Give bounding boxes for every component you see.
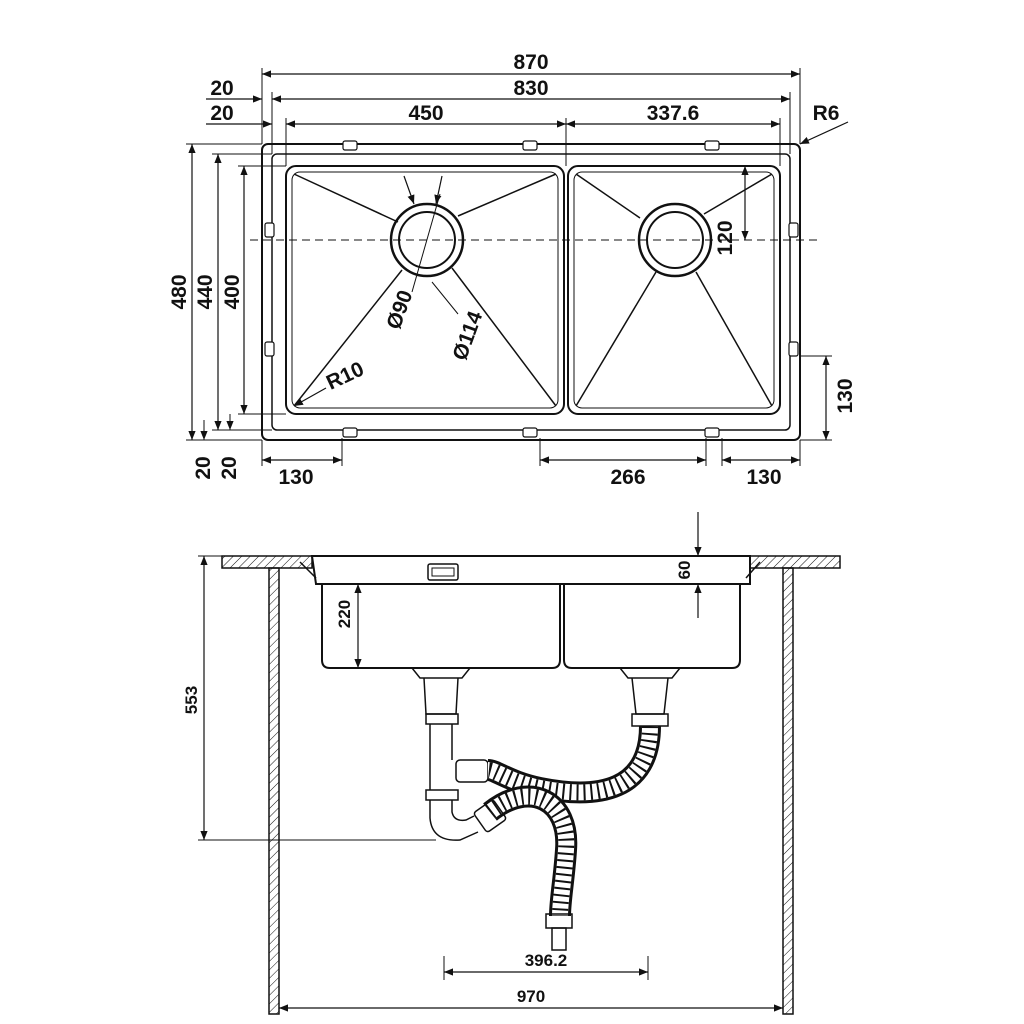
right-outlet [618,667,682,727]
dim-bowl-depth: 400 [221,274,244,309]
dim-corner-radius-outer: R6 [813,102,840,125]
plan-view: 870 830 20 20 450 337.6 R6 480 440 400 [168,51,857,489]
sink-outer-flange [261,143,801,441]
dim-right-clip-height: 130 [834,378,857,413]
dim-rim-height: 60 [675,561,694,580]
dim-bottom-center-span: 266 [610,466,645,489]
mounting-clips [264,140,799,438]
dim-overall-depth: 480 [168,274,191,309]
dim-bowl-height: 220 [335,600,354,628]
left-dimensions: 480 440 400 20 20 [168,143,286,480]
dim-drain-offset: 120 [714,220,737,255]
sink-rim [310,555,751,585]
top-dimensions: 870 830 20 20 450 337.6 R6 [206,51,849,166]
dim-outlet-spacing: 396.2 [525,951,568,970]
dim-flange-left-inner: 20 [210,102,233,125]
right-drain-outer [637,202,713,278]
dim-flange-left-outer: 20 [210,77,233,100]
dim-cabinet-width: 970 [517,987,545,1006]
overflow-slot [427,563,459,581]
dim-bowl-corner-radius: R10 [323,358,368,395]
dim-drain-inner-diameter: Ø90 [382,287,417,332]
dim-right-bowl-width: 337.6 [647,102,700,125]
bottom-dimensions: 130 266 130 130 [261,355,857,489]
sink-inner-rim [271,153,791,431]
dim-overall-width: 870 [513,51,548,74]
dim-bottom-flange-outer: 20 [192,456,215,479]
dim-bottom-left-margin: 130 [278,466,313,489]
cabinet-wall-right [782,567,794,1015]
drain-annotations: Ø90 Ø114 R10 120 [293,166,749,407]
right-bowl [567,165,781,415]
left-bowl [285,165,565,415]
dim-inner-width: 830 [513,77,548,100]
countertop-right [749,555,841,569]
dim-drain-outer-diameter: Ø114 [448,308,487,363]
dim-inner-depth: 440 [194,274,217,309]
dim-bottom-flange-inner: 20 [218,456,241,479]
dim-left-bowl-width: 450 [408,102,443,125]
drain-tail-piece [545,913,573,929]
dim-bottom-right-margin: 130 [746,466,781,489]
dim-cabinet-height: 553 [182,686,201,714]
section-right-bowl [563,584,741,669]
countertop-left [221,555,313,569]
left-outlet [410,667,489,841]
section-view: 60 220 553 396.2 970 [182,512,841,1015]
cabinet-wall-left [268,567,280,1015]
